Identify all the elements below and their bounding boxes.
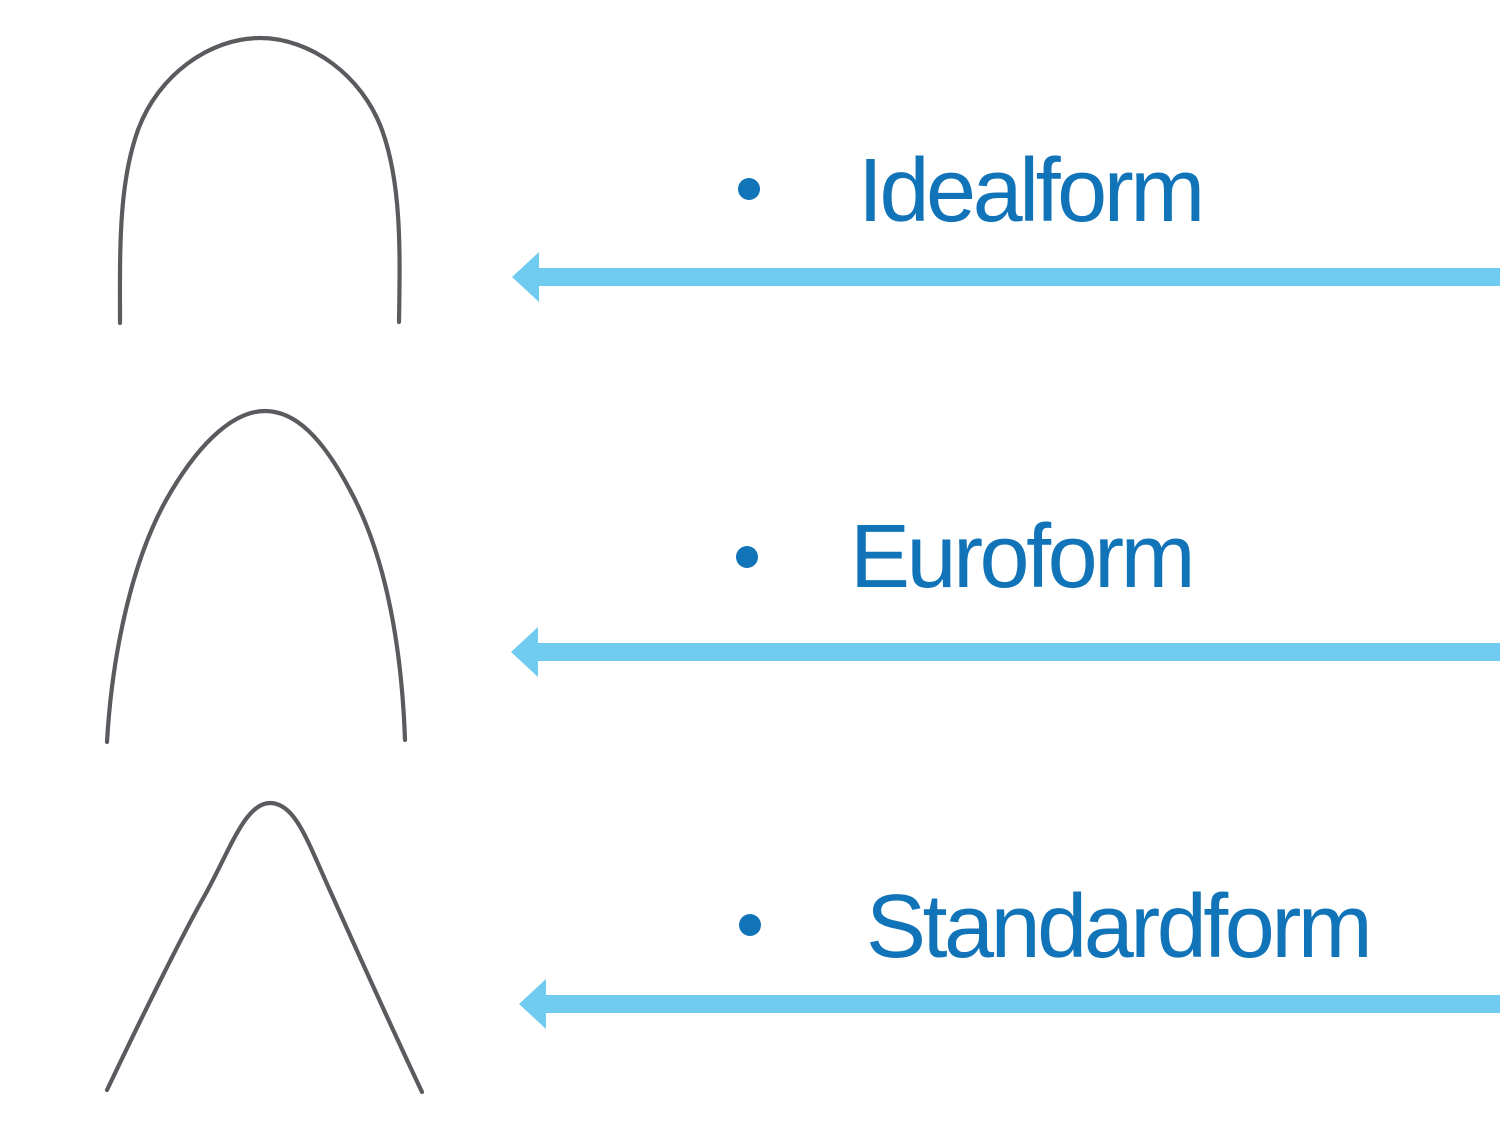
bullet-icon: [738, 178, 760, 200]
left-arrow-icon: [512, 252, 1500, 302]
left-arrow-icon: [511, 627, 1500, 677]
bullet-icon: [739, 914, 761, 936]
item-label-idealform: Idealform: [858, 141, 1205, 241]
item-label-standardform: Standardform: [866, 877, 1373, 977]
left-arrow-icon: [519, 979, 1500, 1029]
archwire-idealform-image: [117, 35, 402, 325]
item-label-euroform: Euroform: [850, 507, 1196, 607]
archwire-euroform-image: [104, 408, 408, 745]
archwire-standardform-image: [104, 800, 425, 1095]
bullet-icon: [736, 546, 758, 568]
